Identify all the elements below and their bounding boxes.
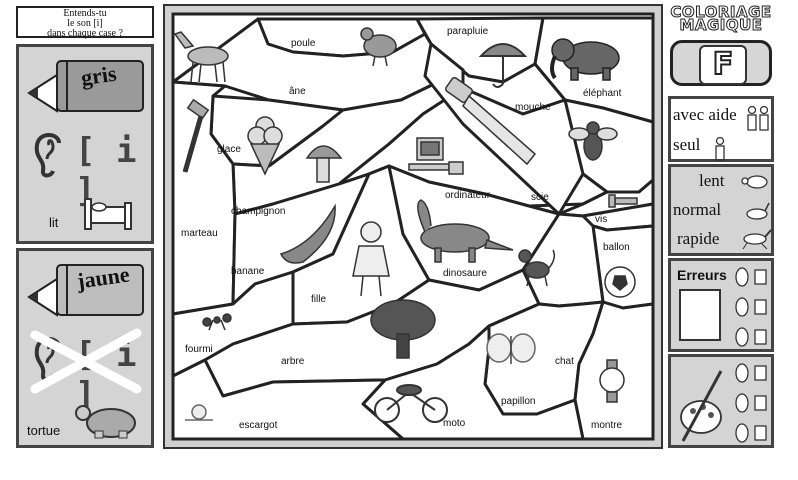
watch-icon (599, 359, 625, 403)
motorbike-icon (374, 384, 448, 423)
option-alone[interactable]: seul (673, 135, 701, 154)
dinosaur-icon (417, 199, 514, 263)
example-word-tortue: tortue (27, 423, 61, 438)
word-arbre: arbre (281, 356, 305, 367)
ant-icon (202, 313, 232, 331)
error-faces-icon (735, 267, 767, 347)
saw-icon (445, 76, 537, 166)
girl-icon (352, 221, 390, 297)
errors-label: Erreurs (677, 267, 727, 283)
bed-icon (84, 198, 132, 230)
question-box: Entends-tu le son [i] dans chaque case ? (16, 6, 154, 39)
ball-icon (604, 266, 636, 298)
coloring-tools-panel (668, 354, 774, 448)
sound-absent-panel: jaune [ i ] tortue (16, 248, 154, 448)
ice-cream-icon (247, 116, 283, 176)
question-line-3: dans chaque case ? (47, 28, 123, 39)
word-moto: moto (443, 418, 466, 429)
cat-icon (518, 249, 556, 287)
computer-icon (408, 137, 464, 175)
two-people-icon (747, 105, 769, 131)
word-escargot: escargot (239, 420, 278, 431)
errors-panel: Erreurs (668, 258, 774, 352)
banana-icon (279, 203, 336, 264)
word-ballon: ballon (603, 242, 630, 253)
snail-icon (185, 404, 213, 421)
hammer-icon (182, 98, 210, 173)
word-poule: poule (291, 38, 316, 49)
screw-icon (608, 194, 638, 208)
cross-out-icon (30, 328, 142, 394)
word-mouche: mouche (515, 102, 551, 113)
word-marteau: marteau (181, 228, 218, 239)
mushroom-icon (305, 145, 343, 183)
word-ane: âne (289, 86, 306, 97)
question-line-1: Entends-tu (63, 8, 107, 19)
option-with-help[interactable]: avec aide (673, 105, 737, 124)
game-title: COLORIAGE MAGIQUE (666, 3, 776, 34)
speed-panel: lent normal rapide (668, 164, 774, 256)
question-line-2: le son [i] (67, 18, 103, 29)
word-ordinateur: ordinateur (445, 190, 491, 201)
word-chat: chat (555, 356, 574, 367)
word-parapluie: parapluie (447, 26, 489, 37)
ear-icon (34, 133, 61, 178)
turtle-icon (75, 405, 136, 439)
example-word-lit: lit (49, 215, 59, 230)
word-dinosaure: dinosaure (443, 268, 487, 279)
word-glace: glace (217, 144, 241, 155)
game-title-line-2: MAGIQUE (679, 16, 763, 34)
word-papillon: papillon (501, 396, 536, 407)
grey-crayon-icon[interactable] (23, 53, 149, 113)
letter-badge: F (670, 40, 772, 86)
speed-slow[interactable]: lent (699, 171, 725, 190)
speed-fast[interactable]: rapide (677, 229, 720, 248)
elephant-icon (550, 38, 620, 81)
tree-icon (370, 299, 436, 359)
palette-brush-icon[interactable] (675, 365, 731, 445)
word-scie: scie (531, 192, 549, 203)
donkey-icon (173, 31, 229, 83)
butterfly-icon (486, 333, 536, 364)
fly-icon (568, 121, 618, 161)
crayon-label-grey: gris (79, 60, 118, 91)
word-fille: fille (311, 294, 327, 305)
word-montre: montre (591, 420, 623, 431)
word-fourmi: fourmi (185, 344, 213, 355)
tool-faces-icon (735, 363, 767, 443)
game-letter: F (699, 45, 747, 85)
region-escargot[interactable] (171, 358, 405, 441)
speed-normal[interactable]: normal (673, 200, 722, 219)
hen-icon (360, 27, 397, 67)
help-panel: avec aide seul (668, 96, 774, 162)
coloring-board: poule parapluie âne éléphant mouche glac… (163, 4, 663, 449)
game-title-line-1: COLORIAGE (670, 3, 772, 21)
word-vis: vis (595, 214, 608, 225)
word-banane: banane (231, 266, 265, 277)
errors-counter-box (679, 289, 721, 341)
turtle-speed-icon (741, 175, 768, 189)
sound-present-panel: gris [ i ] lit (16, 44, 154, 244)
word-champignon: champignon (231, 206, 286, 217)
umbrella-icon (478, 43, 528, 88)
yellow-crayon-icon[interactable] (23, 257, 149, 317)
word-elephant: éléphant (583, 88, 622, 99)
one-person-icon (715, 137, 725, 161)
rabbit-icon (746, 202, 770, 220)
horse-icon (742, 229, 772, 250)
